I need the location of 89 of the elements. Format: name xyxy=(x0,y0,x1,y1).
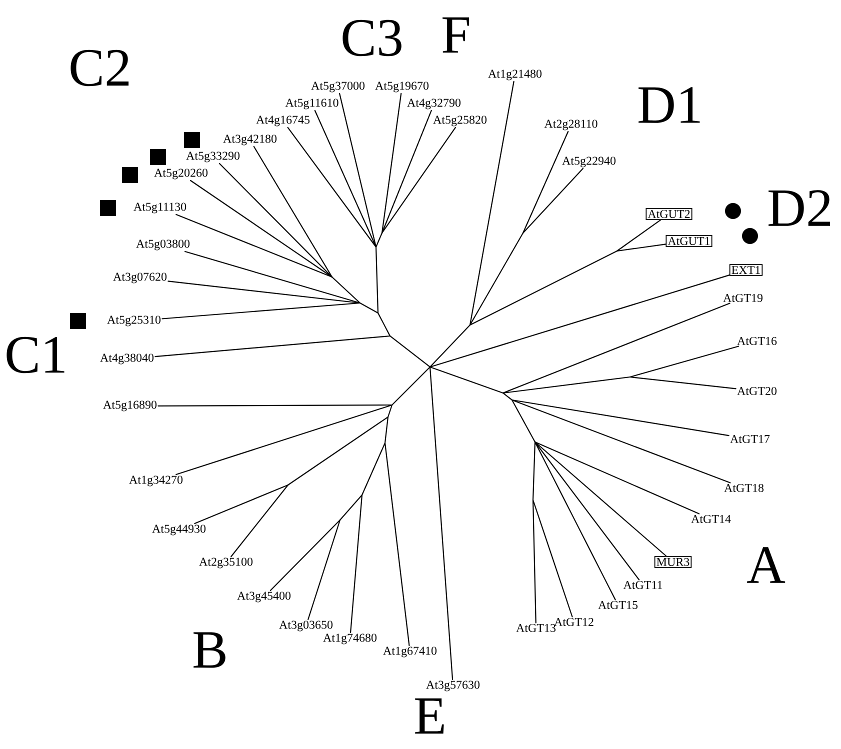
gene-label: At4g16745 xyxy=(256,116,310,126)
branch xyxy=(522,168,584,234)
clade-label: D1 xyxy=(638,87,700,123)
branch xyxy=(534,441,667,557)
branch xyxy=(469,80,514,326)
gene-label: At1g74680 xyxy=(323,634,377,644)
clade-label: E xyxy=(415,698,444,734)
branch xyxy=(522,130,569,234)
gene-label: AtGT13 xyxy=(516,624,556,632)
branch xyxy=(270,519,341,592)
branch xyxy=(253,146,333,278)
boxed-gene-label: AtGUT2 xyxy=(646,208,692,220)
gene-label: AtGT17 xyxy=(730,434,770,444)
branch xyxy=(629,376,736,390)
branch xyxy=(308,519,341,620)
gene-label: AtGT18 xyxy=(724,484,764,492)
gene-label: At5g37000 xyxy=(311,82,365,92)
branch xyxy=(218,162,333,278)
branch xyxy=(511,399,731,484)
gene-label: At3g45400 xyxy=(237,592,291,602)
gene-label: At1g21480 xyxy=(488,70,542,80)
gene-label: At1g34270 xyxy=(129,476,183,486)
gene-label: At5g16890 xyxy=(103,400,157,412)
branch xyxy=(511,399,730,436)
gene-label: AtGT19 xyxy=(723,294,762,302)
clade-label: B xyxy=(194,632,226,668)
gene-label: At1g67410 xyxy=(383,646,437,658)
boxed-gene-label: EXT1 xyxy=(729,264,763,276)
branch xyxy=(381,92,402,234)
branch xyxy=(616,219,662,252)
gene-label: At3g07620 xyxy=(113,272,167,284)
branch xyxy=(381,110,432,234)
clade-label: C3 xyxy=(342,20,402,56)
gene-label: At5g11610 xyxy=(285,98,338,110)
branch xyxy=(314,110,377,248)
branch xyxy=(381,126,456,234)
branch xyxy=(154,335,391,358)
clade-label: F xyxy=(442,17,470,53)
branch xyxy=(287,126,377,248)
clade-label: C2 xyxy=(70,50,129,86)
gene-label: At5g03800 xyxy=(136,240,190,250)
clade-label: D2 xyxy=(768,190,830,226)
branch xyxy=(194,484,289,524)
gene-label: AtGT12 xyxy=(554,618,594,626)
branch xyxy=(176,214,333,278)
branch xyxy=(502,302,730,394)
branch xyxy=(534,441,640,580)
gene-label: AtGT14 xyxy=(691,514,731,524)
clade-label: C1 xyxy=(6,336,64,374)
branch xyxy=(532,499,536,624)
branch xyxy=(429,274,730,368)
branch xyxy=(162,302,361,320)
gene-label: At5g25820 xyxy=(433,116,487,126)
gene-label: At2g28110 xyxy=(544,120,598,130)
branch xyxy=(616,244,666,252)
branch xyxy=(629,346,740,378)
gene-label: At3g42180 xyxy=(223,134,277,146)
gene-label: At5g19670 xyxy=(375,82,429,92)
boxed-gene-label: MUR3 xyxy=(654,556,692,568)
gene-label: At5g25310 xyxy=(107,316,161,326)
gene-label: At5g44930 xyxy=(152,524,206,536)
gene-label: At4g38040 xyxy=(100,354,154,364)
branch xyxy=(176,404,393,476)
boxed-gene-label: AtGUT1 xyxy=(666,235,712,247)
branch xyxy=(534,441,700,514)
branch xyxy=(384,442,410,646)
gene-label: At5g20260 xyxy=(154,168,208,180)
clade-label: A xyxy=(747,547,786,583)
gene-label: AtGT15 xyxy=(598,600,638,610)
gene-label: At3g57630 xyxy=(426,680,480,692)
branch xyxy=(350,494,363,634)
gene-label: AtGT20 xyxy=(737,386,777,396)
gene-label: AtGT16 xyxy=(737,336,777,346)
branch xyxy=(429,366,454,680)
gene-label: At5g22940 xyxy=(562,156,616,168)
gene-label: At5g33290 xyxy=(186,152,240,162)
gene-label: At2g35100 xyxy=(199,558,253,568)
gene-label: AtGT11 xyxy=(623,580,662,590)
branch xyxy=(532,499,573,618)
gene-label: At3g03650 xyxy=(279,620,333,632)
branch xyxy=(534,441,616,600)
gene-label: At5g11130 xyxy=(134,202,186,214)
branch xyxy=(168,280,361,304)
branch xyxy=(339,92,377,248)
branch xyxy=(184,250,361,304)
branch xyxy=(230,484,289,558)
branch xyxy=(190,180,333,278)
gene-label: At4g32790 xyxy=(407,98,461,110)
branch xyxy=(158,404,393,406)
